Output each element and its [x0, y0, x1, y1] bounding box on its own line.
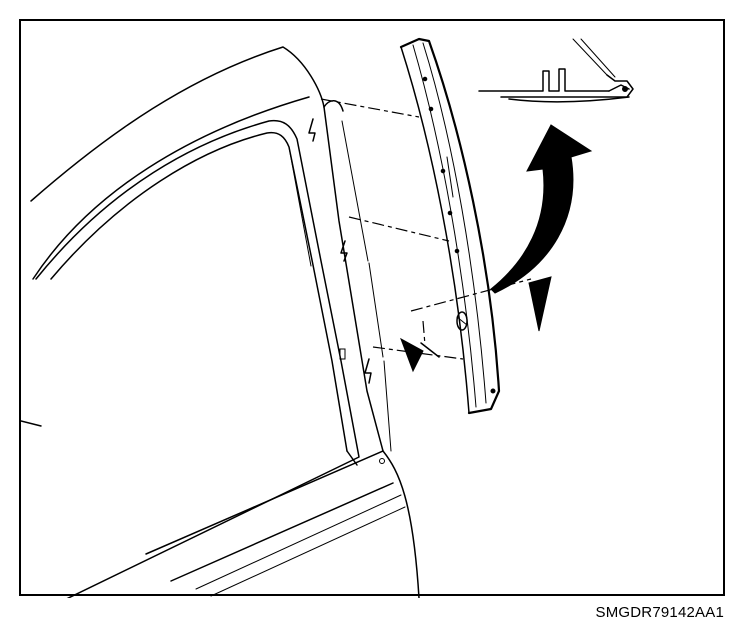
- molding-hole-icon: [447, 210, 453, 216]
- door-molding-diagram: [21, 37, 634, 598]
- window-frame: [35, 119, 360, 598]
- clip-upper-icon: [308, 118, 316, 142]
- clip-middle-icon: [340, 240, 348, 262]
- clip-lower-icon: [364, 358, 372, 384]
- molding-hole-icon: [454, 248, 460, 254]
- door-pillar: [323, 100, 392, 464]
- molding-hole-icon: [440, 168, 446, 174]
- removal-arrow-icon: [490, 124, 593, 294]
- molding-fastener-icon: [456, 311, 468, 331]
- frame-clips: [308, 118, 372, 384]
- diagram-frame: [19, 19, 725, 598]
- pointer-left-icon: [400, 337, 424, 373]
- door-body: [21, 46, 420, 598]
- molding-hole-icon: [428, 106, 434, 112]
- pointer-arrows: [400, 276, 552, 373]
- figure-code: SMGDR79142AA1: [595, 604, 724, 621]
- molding-hole-icon: [490, 388, 496, 394]
- pillar-molding: [399, 37, 501, 415]
- clip-slot-icon: [339, 348, 346, 360]
- molding-hole-icon: [422, 76, 428, 82]
- section-detail: [478, 38, 634, 103]
- pillar-screw-hole-icon: [379, 458, 385, 464]
